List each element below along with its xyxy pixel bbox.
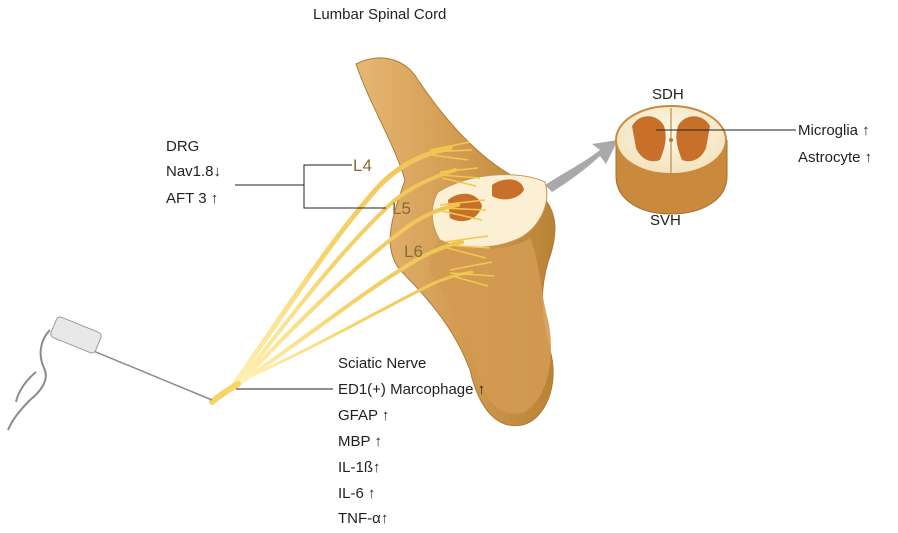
- sciatic-marker: MBP ↑: [338, 433, 382, 451]
- cross-section-marker: Astrocyte ↑: [798, 149, 872, 167]
- cross-section-marker: Microglia ↑: [798, 122, 870, 140]
- sciatic-marker: TNF-α↑: [338, 510, 388, 528]
- sciatic-marker: ED1(+) Marcophage ↑: [338, 381, 485, 399]
- drg-marker: Nav1.8↓: [166, 163, 221, 181]
- sciatic-marker: IL-1ß↑: [338, 459, 381, 477]
- cross-section-top-label: SDH: [652, 86, 684, 104]
- cross-section-bottom-label: SVH: [650, 212, 681, 230]
- diagram-title: Lumbar Spinal Cord: [313, 6, 446, 24]
- sciatic-marker: IL-6 ↑: [338, 485, 376, 503]
- magnify-arrow: [545, 140, 618, 192]
- ligation-instrument: [8, 316, 212, 430]
- sciatic-heading: Sciatic Nerve: [338, 355, 426, 373]
- sciatic-marker: GFAP ↑: [338, 407, 389, 425]
- sciatic-nerve-trunk: [212, 384, 238, 402]
- drg-heading: DRG: [166, 138, 199, 156]
- level-label-l6: L6: [404, 242, 423, 262]
- level-label-l4: L4: [353, 156, 372, 176]
- drg-marker: AFT 3 ↑: [166, 190, 218, 208]
- spinal-cord-cross-section: [616, 106, 727, 214]
- level-label-l5: L5: [392, 199, 411, 219]
